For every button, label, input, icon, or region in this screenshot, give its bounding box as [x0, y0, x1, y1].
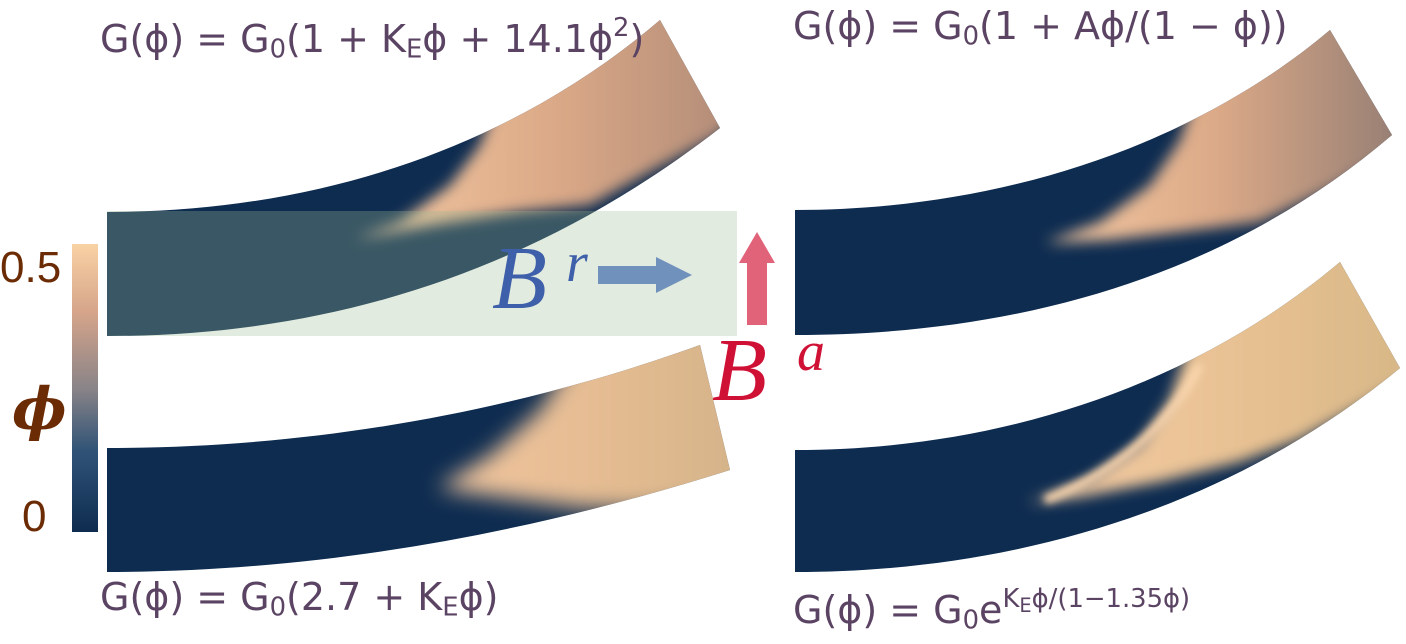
axial-field-superscript: a: [797, 321, 825, 383]
equation-bottom-right: G(ϕ) = G0eKEϕ/(1−1.35ϕ): [793, 576, 1190, 644]
equation-top-left: G(ϕ) = G0(1 + KEϕ + 14.1ϕ2): [100, 5, 644, 73]
equation-subscript: 0: [962, 21, 980, 52]
phi-rich-region: [1028, 262, 1400, 503]
radial-field-arrow: [598, 257, 692, 293]
axial-field-symbol: B: [712, 321, 767, 420]
phi-ridge: [1043, 362, 1204, 505]
equation-subscript: 0: [269, 592, 287, 623]
exponent-text: K: [1002, 584, 1020, 614]
colorbar-min-tick: 0: [22, 492, 47, 541]
equation-text: G(ϕ) = G: [100, 17, 270, 62]
equation-text: ϕ + 14.1ϕ: [422, 17, 614, 62]
phi-rich-region: [438, 345, 730, 510]
radial-field-superscript: r: [566, 232, 588, 294]
equation-subscript: E: [442, 592, 459, 623]
phi-rich-region: [1045, 30, 1392, 243]
exponent-text: ϕ/(1−1.35ϕ): [1031, 584, 1191, 614]
colorbar-label: ϕ: [12, 375, 67, 443]
beam-bottom-left: [107, 345, 730, 572]
equation-text: (1 + K: [286, 17, 406, 62]
equation-text: G(ϕ) = G: [793, 588, 963, 633]
equation-subscript: 0: [269, 34, 287, 65]
beam-bottom-right: [795, 262, 1400, 572]
axial-field-arrow: [739, 232, 775, 325]
phi-rich-region: [355, 20, 720, 239]
radial-field-symbol: B: [492, 229, 547, 328]
exponent-subscript: E: [1019, 593, 1032, 617]
equation-text: (1 + Aϕ/(1 − ϕ)): [979, 4, 1288, 48]
equation-subscript: E: [405, 34, 423, 65]
equation-text: e: [979, 588, 1003, 633]
beam-top-left: [107, 20, 720, 336]
equation-text: G(ϕ) = G: [100, 575, 270, 619]
equation-exponent: KEϕ/(1−1.35ϕ): [1002, 584, 1191, 617]
equation-text: (2.7 + K: [286, 575, 443, 619]
equation-superscript: 2: [613, 13, 630, 43]
colorbar: [72, 244, 98, 532]
equation-top-right: G(ϕ) = G0(1 + Aϕ/(1 − ϕ)): [793, 3, 1288, 60]
equation-text: ϕ): [458, 575, 499, 619]
equation-bottom-left: G(ϕ) = G0(2.7 + KEϕ): [100, 574, 498, 631]
colorbar-max-tick: 0.5: [0, 243, 62, 292]
equation-text: G(ϕ) = G: [793, 4, 963, 48]
equation-subscript: 0: [962, 605, 980, 636]
beam-top-right: [795, 30, 1392, 335]
equation-text: ): [629, 17, 645, 62]
